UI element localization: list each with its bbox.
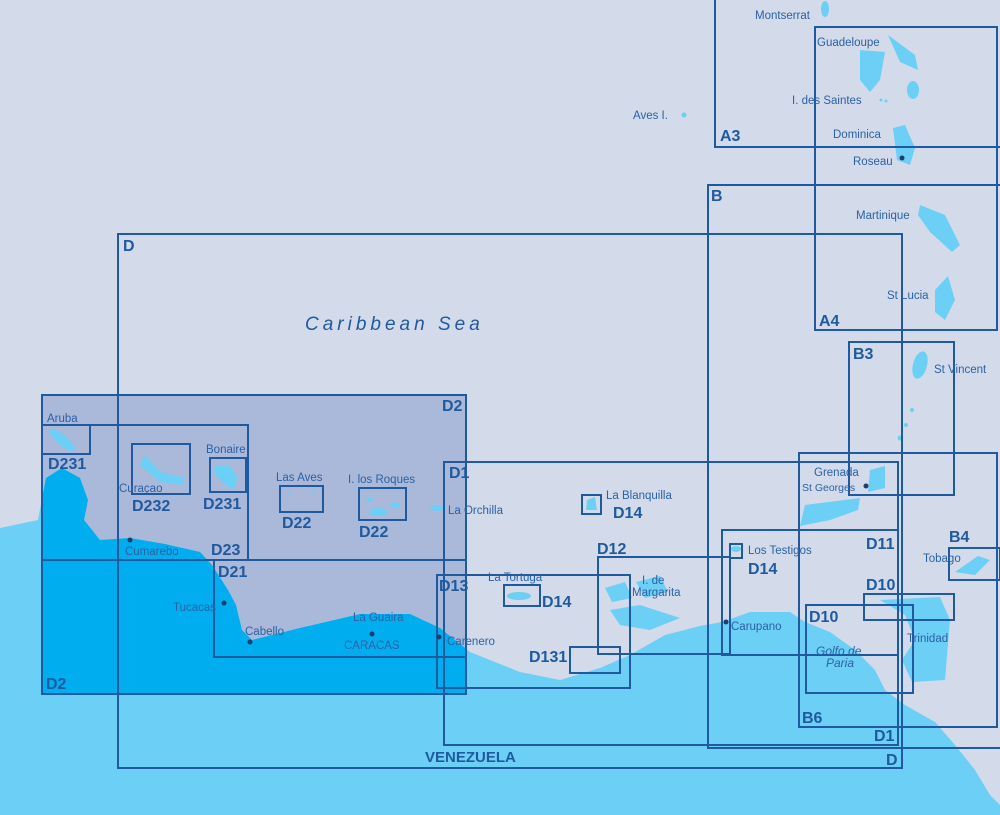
- label-d2: D2: [442, 398, 463, 415]
- place-st-lucia: St Lucia: [887, 290, 929, 302]
- label-d22: D22: [282, 515, 311, 532]
- place-margarita-1: I. de: [642, 575, 664, 587]
- frame-d10-a: [805, 604, 914, 694]
- islands: [49, 1, 990, 682]
- frame-d14-tortuga: [503, 584, 541, 607]
- place-carenero: Carenero: [447, 636, 495, 648]
- chart-frames: [41, 0, 1000, 769]
- chart-labels: A3 A4 B B3 B4 B6 D D D2 D2 D1 D1 D11 D10…: [46, 128, 970, 769]
- frame-d12: [597, 556, 731, 655]
- frame-d231-aruba: [41, 424, 91, 455]
- label-d231: D231: [48, 456, 86, 473]
- frame-b6: [798, 452, 998, 728]
- label-b4: B4: [949, 529, 970, 546]
- place-st-georges: St Georges: [802, 482, 855, 494]
- country-label: VENEZUELA: [425, 749, 516, 766]
- label-d: D: [123, 238, 135, 255]
- place-los-testigos: Los Testigos: [748, 545, 812, 557]
- label-d1: D1: [449, 465, 470, 482]
- place-grenada: Grenada: [814, 467, 859, 479]
- place-la-tortuga: La Tortuga: [488, 572, 543, 584]
- frame-d2: [41, 394, 467, 695]
- place-caracas: CARACAS: [344, 640, 400, 652]
- label-d21: D21: [218, 564, 247, 581]
- place-aves: Aves I.: [633, 110, 668, 122]
- place-margarita-2: Margarita: [632, 587, 681, 599]
- place-guadeloupe: Guadeloupe: [817, 37, 880, 49]
- frame-d21: [213, 559, 467, 658]
- frame-a3: [714, 0, 1000, 148]
- place-carupano: Carupano: [731, 621, 782, 633]
- place-cumarebo: Cumarebo: [125, 546, 179, 558]
- frame-d11: [721, 529, 899, 656]
- sea-label: Caribbean Sea: [305, 314, 484, 335]
- frame-d232: [131, 443, 191, 495]
- label-a3: A3: [720, 128, 741, 145]
- frame-d14-blanquilla: [581, 494, 602, 515]
- gulf-label-2: Paria: [826, 656, 854, 670]
- place-dominica: Dominica: [833, 129, 882, 141]
- label-b: B: [711, 188, 723, 205]
- gulf-label-1: Golfo de: [816, 644, 862, 658]
- place-tobago: Tobago: [923, 553, 961, 565]
- label-d10: D10: [866, 577, 895, 594]
- town-dots: [127, 155, 905, 645]
- label-d22: D22: [359, 524, 388, 541]
- frame-d231-bonaire: [209, 457, 247, 493]
- frame-d10-b: [863, 593, 955, 621]
- frame-d22-aves: [279, 485, 324, 513]
- mainland-venezuela: [0, 468, 1000, 815]
- label-d14: D14: [542, 594, 571, 611]
- frame-d23: [42, 424, 249, 561]
- place-aruba: Aruba: [47, 413, 78, 425]
- label-d13: D13: [439, 578, 468, 595]
- label-d23: D23: [211, 542, 240, 559]
- label-d131: D131: [529, 649, 567, 666]
- label-d2: D2: [46, 676, 67, 693]
- label-d12: D12: [597, 541, 626, 558]
- label-a4: A4: [819, 313, 840, 330]
- place-tucacas: Tucacas: [173, 602, 216, 614]
- frame-d14-testigos: [729, 543, 743, 559]
- place-bonaire: Bonaire: [206, 444, 246, 456]
- place-roseau: Roseau: [853, 156, 893, 168]
- frame-b3: [848, 341, 955, 496]
- label-d231: D231: [203, 496, 241, 513]
- frame-a4: [814, 26, 998, 331]
- frame-d22-roques: [358, 487, 407, 521]
- place-cabello: Cabello: [245, 626, 284, 638]
- label-d1: D1: [874, 728, 895, 745]
- frame-d131: [569, 646, 621, 674]
- frame-b4: [948, 547, 1000, 581]
- frame-d: [117, 233, 903, 769]
- frame-d13: [436, 574, 631, 689]
- label-d10: D10: [809, 609, 838, 626]
- label-d14: D14: [748, 561, 777, 578]
- label-b3: B3: [853, 346, 874, 363]
- place-la-guaira: La Guaira: [353, 612, 404, 624]
- place-labels: Caribbean Sea VENEZUELA Golfo de Paria M…: [47, 10, 987, 766]
- place-curacao: Curaçao: [119, 483, 162, 495]
- place-los-roques: I. los Roques: [348, 474, 415, 486]
- place-martinique: Martinique: [856, 210, 910, 222]
- place-saintes: I. des Saintes: [792, 95, 862, 107]
- place-la-blanquilla: La Blanquilla: [606, 490, 672, 502]
- place-las-aves: Las Aves: [276, 472, 323, 484]
- place-la-orchilla: La Orchilla: [448, 505, 504, 517]
- place-st-vincent: St Vincent: [934, 364, 987, 376]
- place-montserrat: Montserrat: [755, 10, 811, 22]
- label-d14: D14: [613, 505, 642, 522]
- label-d232: D232: [132, 498, 170, 515]
- label-d: D: [886, 752, 898, 769]
- frame-b: [707, 184, 1000, 749]
- place-trinidad: Trinidad: [907, 633, 948, 645]
- label-b6: B6: [802, 710, 823, 727]
- label-d11: D11: [866, 536, 895, 553]
